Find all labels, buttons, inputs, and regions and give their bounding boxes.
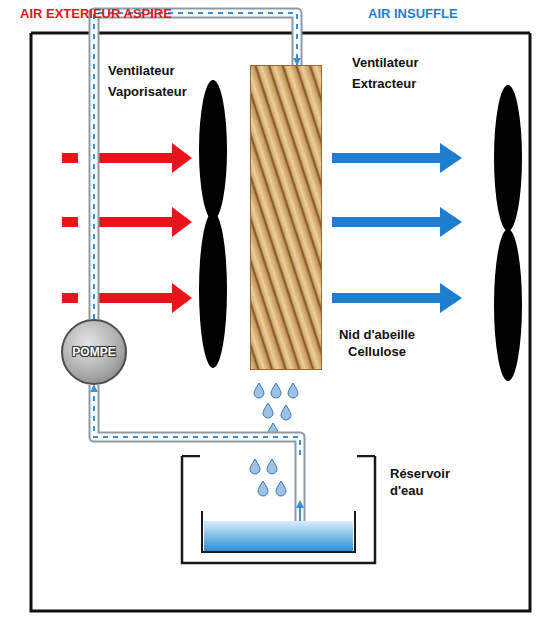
flow-arrow [299,506,301,521]
air-label: AIR INSUFFLE [368,4,518,23]
fan-label: Ventilateur Vaporisateur [108,60,200,102]
arrow-shaft [332,153,442,163]
water-drop [254,383,264,398]
pump-circle: POMPE [61,319,127,385]
arrow-shaft [93,153,173,163]
flow-arrow-head [296,500,304,508]
honeycomb-pad: Nid d'abeille Cellulose [250,65,322,370]
arrow-head [440,143,462,173]
water-drop [276,481,286,496]
water-drops [250,383,298,496]
arrow-shaft [93,293,173,303]
tank-basin [202,511,355,552]
arrow-head [172,143,192,173]
water-tank: Réservoir d'eau [180,455,377,565]
fan-label: Ventilateur Extracteur [352,52,442,94]
intake-arrows [62,143,192,313]
pipe-bore [297,455,304,524]
arrow-head [440,207,462,237]
water [204,521,353,551]
water-pipe [94,385,300,455]
arrow-shaft [332,217,442,227]
arrow-dash [62,153,78,163]
tank-wall [182,456,375,563]
water-drop [263,403,273,418]
arrow-head [440,283,462,313]
fan-blade [494,85,522,231]
part-label: Réservoir d'eau [390,465,470,499]
fan-blade [199,212,227,368]
water-drop [281,405,291,420]
frame [31,33,530,611]
pipe-wall [295,455,306,524]
flow-line [94,385,300,455]
pipe-bore [94,385,300,455]
arrow-dash [62,217,78,227]
arrow-head [172,283,192,313]
air-label: AIR EXTERIEUR ASPIRE [20,4,240,23]
arrow-dash [62,293,78,303]
output-arrows [332,143,462,313]
water-drop [258,481,268,496]
water-drop [268,423,278,438]
water-drop [250,459,260,474]
water-drop [267,459,277,474]
arrow-shaft [93,217,173,227]
part-label: Nid d'abeille Cellulose [327,326,427,360]
tank-outline [180,455,377,565]
water-drop [271,383,281,398]
fan-blade [199,80,227,220]
arrow-shaft [332,293,442,303]
suction-pipe [296,455,304,524]
node-text: POMPE [72,345,115,359]
water-drop [288,383,298,398]
fan-blade [494,229,522,381]
arrow-head [172,207,192,237]
pipe-wall [94,385,300,455]
